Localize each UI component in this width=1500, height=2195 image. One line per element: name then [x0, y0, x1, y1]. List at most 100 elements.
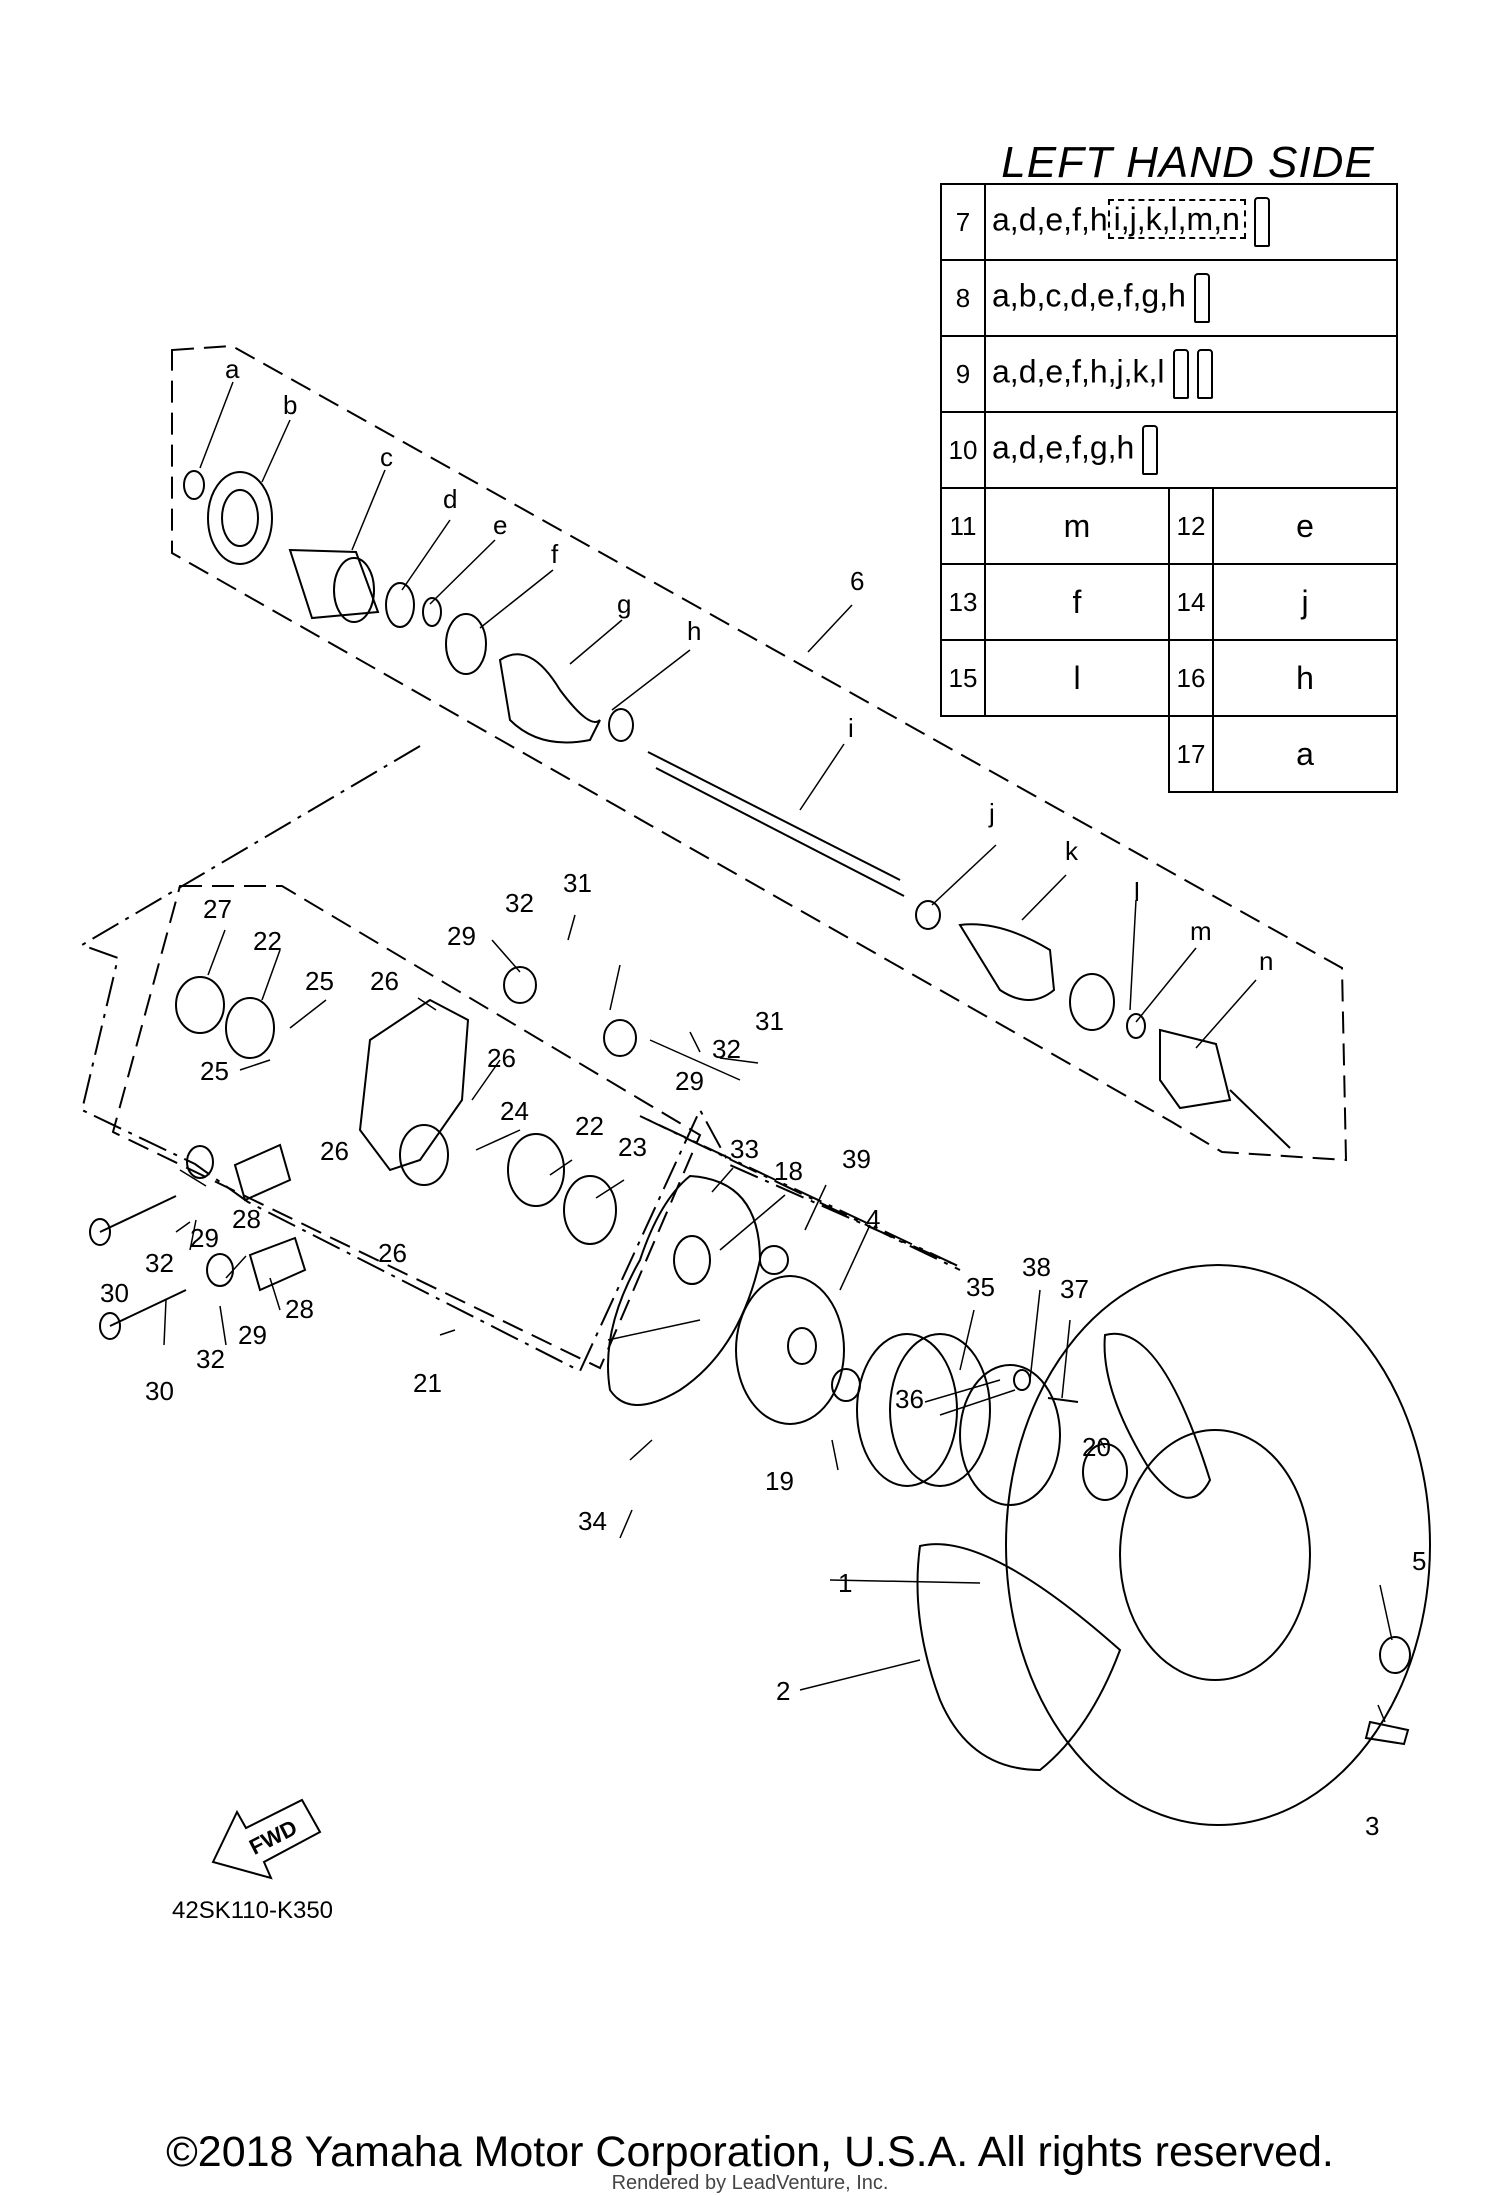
shaft-parts	[183, 470, 1291, 1149]
callout-f: f	[551, 539, 559, 569]
callout-22b: 22	[575, 1111, 604, 1141]
callout-28a: 28	[232, 1204, 261, 1234]
row-num: 8	[940, 259, 986, 337]
row-num: 7	[940, 183, 986, 261]
table-row: 10 a,d,e,f,g,h	[940, 411, 1398, 489]
row-num: 11	[940, 487, 986, 565]
brake-disc	[607, 1174, 762, 1406]
row-value: f	[984, 563, 1170, 641]
row-num: 10	[940, 411, 986, 489]
knuckle-parts	[89, 966, 637, 1340]
shaft-kit-outline	[171, 344, 1348, 1162]
row-content: a,d,e,f,g,h	[984, 411, 1398, 489]
table-row: 8 a,b,c,d,e,f,g,h	[940, 259, 1398, 337]
row-num: 15	[940, 639, 986, 717]
row-value: h	[1212, 639, 1398, 717]
callout-a: a	[225, 354, 240, 384]
callout-25a: 25	[305, 966, 334, 996]
callout-35: 35	[966, 1272, 995, 1302]
callout-n: n	[1259, 946, 1273, 976]
callout-29b: 29	[675, 1066, 704, 1096]
callout-27: 27	[203, 894, 232, 924]
callout-19: 19	[765, 1466, 794, 1496]
callout-26a: 26	[370, 966, 399, 996]
table-row: 11 m 12 e	[940, 487, 1398, 565]
callout-k: k	[1065, 836, 1079, 866]
callout-34: 34	[578, 1506, 607, 1536]
rendered-by: Rendered by LeadVenture, Inc.	[611, 2172, 889, 2194]
row-num: 14	[1168, 563, 1214, 641]
callout-30b: 30	[145, 1376, 174, 1406]
callout-4: 4	[866, 1204, 880, 1234]
row-num: 13	[940, 563, 986, 641]
callout-38: 38	[1022, 1252, 1051, 1282]
copyright-notice: ©2018 Yamaha Motor Corporation, U.S.A. A…	[166, 2128, 1334, 2176]
table-row: 15 l 16 h	[940, 639, 1398, 717]
callout-23: 23	[618, 1132, 647, 1162]
row-num: 17	[1168, 715, 1214, 793]
callout-28b: 28	[285, 1294, 314, 1324]
callout-24: 24	[500, 1096, 529, 1126]
callout-3: 3	[1365, 1811, 1379, 1841]
callout-29a: 29	[447, 921, 476, 951]
table-row: 9 a,d,e,f,h,j,k,l	[940, 335, 1398, 413]
row-value: j	[1212, 563, 1398, 641]
grease-tube-icon	[1172, 349, 1189, 399]
callout-m: m	[1190, 916, 1212, 946]
hub	[735, 1245, 1128, 1506]
row-num: 12	[1168, 487, 1214, 565]
callout-l: l	[1134, 877, 1140, 907]
callout-j: j	[988, 798, 995, 828]
table-row: 13 f 14 j	[940, 563, 1398, 641]
grease-tube-icon	[1253, 197, 1270, 247]
empty-cell	[941, 716, 985, 792]
callout-33: 33	[730, 1134, 759, 1164]
callout-26c: 26	[320, 1136, 349, 1166]
callout-h: h	[687, 616, 701, 646]
row-num: 16	[1168, 639, 1214, 717]
callout-i: i	[848, 713, 854, 743]
callout-g: g	[617, 589, 631, 619]
empty-cell	[985, 716, 1170, 792]
table-row: 17 a	[941, 715, 1398, 793]
callout-2: 2	[776, 1676, 790, 1706]
row-value: m	[984, 487, 1170, 565]
callout-e: e	[493, 510, 507, 540]
row-num: 9	[940, 335, 986, 413]
letter-callouts: a b c d e f g h i j k l m n	[225, 354, 1273, 976]
callout-25b: 25	[200, 1056, 229, 1086]
grease-tube-icon	[1196, 349, 1213, 399]
row-value: l	[984, 639, 1170, 717]
callout-32a: 32	[505, 888, 534, 918]
grease-tube-icon	[1193, 273, 1210, 323]
wheel-and-tire	[916, 1264, 1431, 1826]
callout-d: d	[443, 484, 457, 514]
grease-tube-icon	[1142, 425, 1159, 475]
callout-c: c	[380, 442, 393, 472]
callout-21: 21	[413, 1368, 442, 1398]
callout-5: 5	[1412, 1546, 1426, 1576]
table-title: LEFT HAND SIDE	[1001, 138, 1375, 187]
callout-29c: 29	[190, 1223, 219, 1253]
leader-lines	[163, 381, 1393, 1723]
fwd-arrow: FWD	[211, 1798, 322, 1880]
callout-32b: 32	[712, 1034, 741, 1064]
callout-31a: 31	[563, 868, 592, 898]
diagram-code: 42SK110-K350	[172, 1897, 334, 1924]
callout-b: b	[283, 390, 297, 420]
row-value: e	[1212, 487, 1398, 565]
row-content: a,d,e,f,h,j,k,l	[984, 335, 1398, 413]
callout-32d: 32	[196, 1344, 225, 1374]
knuckle-outline	[79, 745, 961, 1373]
callout-36: 36	[895, 1384, 924, 1414]
number-callouts: 1 2 3 4 5 6 18 19 20 21 22 22 23 24 25 2…	[100, 566, 1426, 1841]
callout-6: 6	[850, 566, 864, 596]
callout-30a: 30	[100, 1278, 129, 1308]
callout-1: 1	[838, 1568, 852, 1598]
callout-18: 18	[774, 1156, 803, 1186]
row-value: a	[1212, 715, 1398, 793]
